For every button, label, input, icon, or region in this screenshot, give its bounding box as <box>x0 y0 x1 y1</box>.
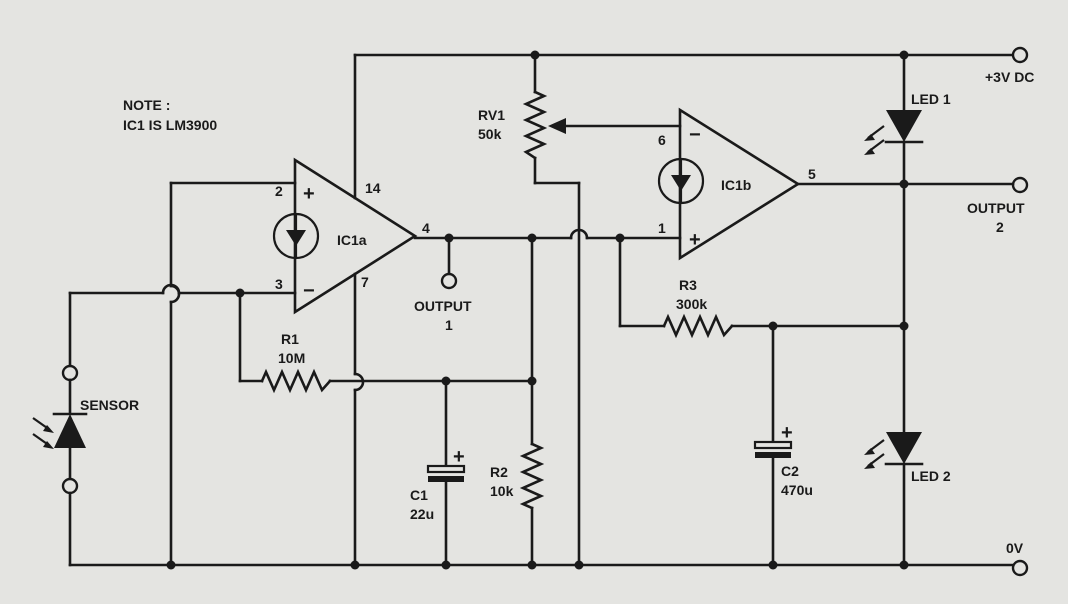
output2-label-line1: OUTPUT <box>967 200 1025 216</box>
ic1b-pin-6: 6 <box>658 132 666 148</box>
r3-value: 300k <box>676 296 707 312</box>
capacitor-c1: + C1 22u <box>410 379 466 567</box>
r2-ref: R2 <box>490 464 508 480</box>
c1-value: 22u <box>410 506 434 522</box>
capacitor-c2: + C2 470u <box>753 324 813 567</box>
ic1b-minus-sign: − <box>689 124 701 146</box>
output1-label-line2: 1 <box>445 317 453 333</box>
c2-plus-sign: + <box>781 422 793 444</box>
sensor-label: SENSOR <box>80 397 139 413</box>
ic1b-plus-sign: + <box>689 229 701 251</box>
r3-ref: R3 <box>679 277 697 293</box>
resistor-r2: R2 10k <box>490 236 545 567</box>
rv1-value: 50k <box>478 126 502 142</box>
ic1b-label: IC1b <box>721 177 751 193</box>
c1-plus-sign: + <box>453 446 465 468</box>
ic1a-minus-sign: − <box>303 280 315 302</box>
output2-terminal: OUTPUT 2 <box>967 176 1029 235</box>
ic1a-pin-3: 3 <box>275 276 283 292</box>
opamp-ic1b: IC1b − + 6 1 5 <box>657 107 816 261</box>
output1-terminal: OUTPUT 1 <box>414 236 472 333</box>
note-title: NOTE : <box>123 97 170 113</box>
led1-label: LED 1 <box>911 91 951 107</box>
opamp-ic1a: IC1a + − 2 3 4 14 7 <box>272 157 430 315</box>
r1-value: 10M <box>278 350 305 366</box>
ground-label: 0V <box>1006 540 1024 556</box>
r1-ref: R1 <box>281 331 299 347</box>
supply-terminal: +3V DC <box>985 46 1034 85</box>
ic1a-pin-14: 14 <box>365 180 381 196</box>
output2-label-line2: 2 <box>996 219 1004 235</box>
resistor-r3: R3 300k <box>662 277 906 339</box>
c2-value: 470u <box>781 482 813 498</box>
rv1-ref: RV1 <box>478 107 505 123</box>
ic1a-pin-4: 4 <box>422 220 430 236</box>
ic1b-pin-5: 5 <box>808 166 816 182</box>
potentiometer-rv1: RV1 50k <box>478 53 682 567</box>
c1-ref: C1 <box>410 487 428 503</box>
ic1a-plus-sign: + <box>303 183 315 205</box>
ic1a-label: IC1a <box>337 232 367 248</box>
output1-label-line1: OUTPUT <box>414 298 472 314</box>
note-text: IC1 IS LM3900 <box>123 117 217 133</box>
supply-label: +3V DC <box>985 69 1034 85</box>
led-2: LED 2 <box>864 432 951 484</box>
ic1a-pin-2: 2 <box>275 183 283 199</box>
ground-terminal: 0V <box>1006 540 1029 577</box>
r2-value: 10k <box>490 483 514 499</box>
sensor-photodiode: SENSOR <box>32 291 139 567</box>
resistor-r1: R1 10M <box>238 291 534 394</box>
led2-label: LED 2 <box>911 468 951 484</box>
led-1: LED 1 <box>864 91 951 155</box>
ic1a-wiring <box>68 53 682 567</box>
ic1b-pin-1: 1 <box>658 220 666 236</box>
junctions <box>166 50 909 570</box>
c2-ref: C2 <box>781 463 799 479</box>
ic1a-pin-7: 7 <box>361 274 369 290</box>
